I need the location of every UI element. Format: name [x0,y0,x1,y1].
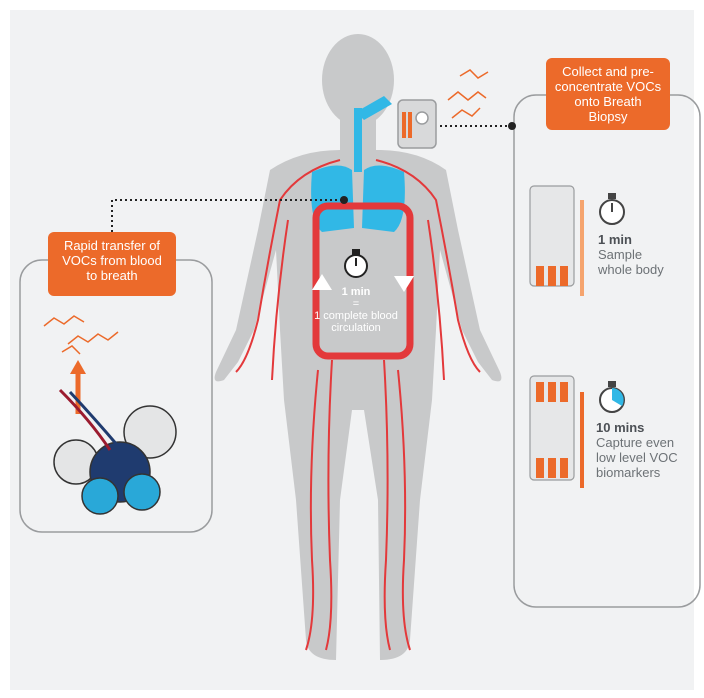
circulation-time: 1 min [296,286,416,298]
transfer-label: Rapid transfer of VOCs from blood to bre… [48,232,176,296]
breath-device [398,100,436,148]
step-2-text: 10 mins Capture even low level VOC bioma… [596,420,688,480]
molecule-icon-left [44,316,118,354]
step-2-time: 10 mins [596,420,688,435]
step-2-desc: Capture even low level VOC biomarkers [596,435,678,480]
stopwatch-icon-1 [600,194,624,224]
step-1-desc: Sample whole body [598,247,664,277]
stopwatch-icon-2 [600,382,624,412]
circulation-text: 1 complete blood circulation [314,310,398,334]
circulation-equals: = [353,298,359,310]
circulation-caption: 1 min = 1 complete blood circulation [296,286,416,334]
collect-label: Collect and pre-concentrate VOCs onto Br… [546,58,670,130]
step-1-text: 1 min Sample whole body [598,232,678,277]
sampler-device-2 [530,376,584,488]
sampler-device-1 [530,186,584,296]
right-panel [514,95,700,607]
molecule-icon-top [448,70,488,118]
step-1-time: 1 min [598,232,678,247]
alveoli-icon [54,390,176,514]
